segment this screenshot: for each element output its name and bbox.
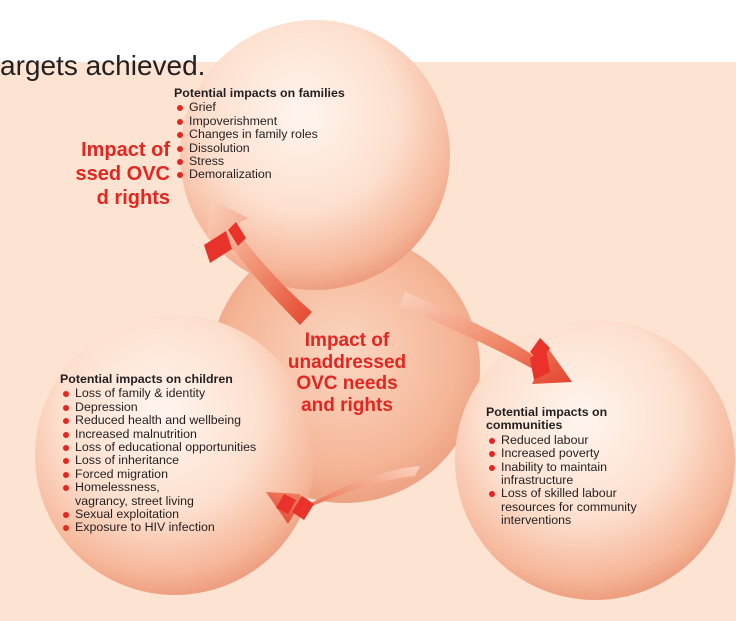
families-list: Grief Impoverishment Changes in family r…	[174, 100, 414, 181]
communities-list: Reduced labour Increased poverty Inabili…	[486, 433, 656, 528]
list-item: Demoralization	[174, 168, 414, 181]
list-item: Loss of family & identity	[60, 386, 320, 400]
communities-circle	[455, 320, 735, 600]
list-item: Sexual exploitation	[60, 507, 320, 521]
families-impacts: Potential impacts on families Grief Impo…	[174, 86, 414, 182]
header-fragment: argets achieved.	[0, 50, 206, 81]
list-item: Dissolution	[174, 141, 414, 155]
list-item: Exposure to HIV infection	[60, 521, 320, 534]
center-label: Impact of unaddressed OVC needs and righ…	[287, 330, 407, 416]
list-item: Inability to maintain infrastructure	[486, 460, 656, 488]
children-title: Potential impacts on children	[60, 372, 233, 386]
list-item: Homelessness, vagrancy, street living	[60, 481, 320, 508]
families-title: Potential impacts on families	[174, 86, 345, 100]
list-item: Loss of educational opportunities	[60, 440, 320, 454]
list-item: Loss of skilled labour resources for com…	[486, 487, 656, 527]
list-item: Forced migration	[60, 467, 320, 481]
communities-title: Potential impacts on communities	[486, 405, 608, 433]
list-item: Reduced health and wellbeing	[60, 413, 320, 427]
list-item: Stress	[174, 154, 414, 168]
list-item: Reduced labour	[486, 433, 656, 447]
list-item: Changes in family roles	[174, 127, 414, 141]
list-item: Increased poverty	[486, 446, 656, 460]
children-impacts: Potential impacts on children Loss of fa…	[60, 372, 320, 535]
arrow-to-families	[204, 200, 312, 325]
list-item: Loss of inheritance	[60, 454, 320, 467]
communities-impacts: Potential impacts on communities Reduced…	[486, 405, 656, 528]
list-item: Grief	[174, 100, 414, 114]
list-item: Increased malnutrition	[60, 427, 320, 441]
families-circle	[180, 20, 450, 290]
list-item: Impoverishment	[174, 114, 414, 128]
arrow-to-children	[266, 466, 420, 524]
children-circle	[35, 315, 315, 595]
children-list: Loss of family & identity Depression Red…	[60, 386, 320, 534]
side-heading: Impact of ssed OVC d rights	[75, 139, 170, 209]
arrow-to-communities	[400, 292, 572, 384]
list-item: Depression	[60, 400, 320, 414]
